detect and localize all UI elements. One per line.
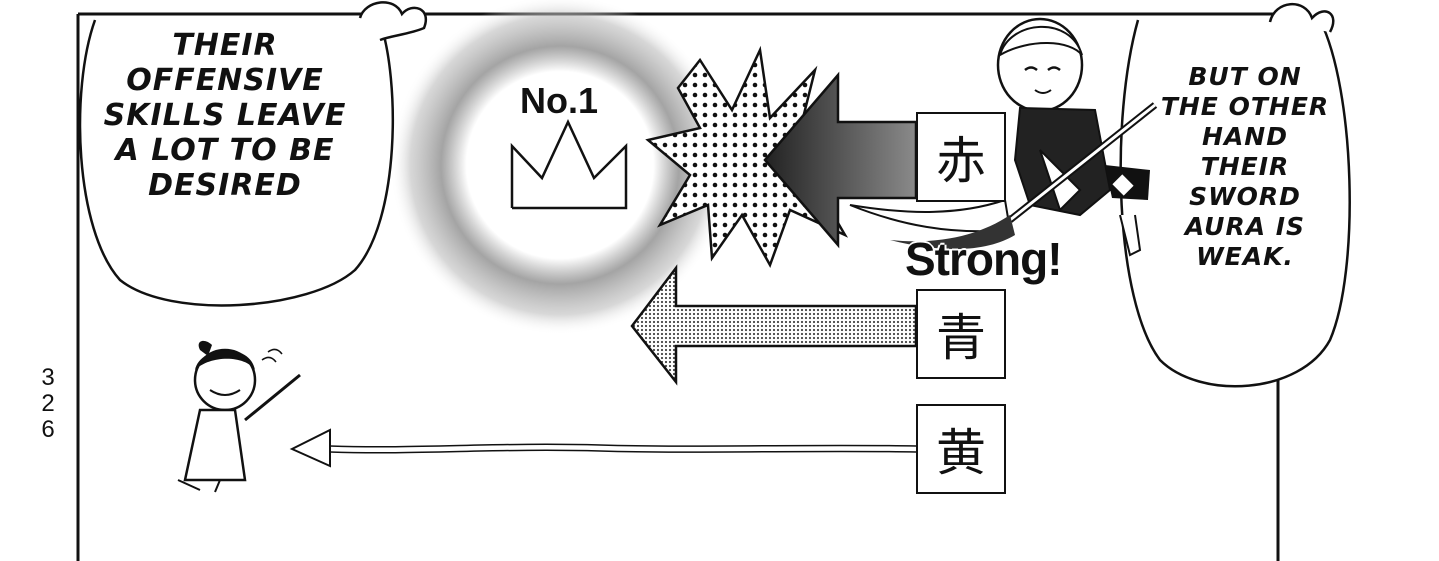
- speech-bubble-left: [78, 1, 428, 307]
- rank-label: No.1: [520, 80, 599, 121]
- bubble-right-text: BUT ON THE OTHER HAND THEIR SWORD AURA I…: [1160, 62, 1330, 271]
- kanji-box-yellow: 黄: [916, 404, 1006, 494]
- arrow-blue: [630, 264, 918, 386]
- chibi-swordsman-icon: [849, 17, 1158, 257]
- crown-icon: [510, 119, 628, 210]
- arrow-yellow: [289, 428, 917, 468]
- kanji-box-red: 赤: [916, 112, 1006, 202]
- chibi-small-character-icon: [177, 340, 301, 493]
- strong-label: Strong!: [905, 233, 1063, 285]
- bubble-left-text: THEIR OFFENSIVE SKILLS LEAVE A LOT TO BE…: [103, 28, 347, 203]
- speech-bubble-right: [1119, 2, 1351, 388]
- explosion-burst: [645, 45, 853, 268]
- kanji-box-blue: 青: [916, 289, 1006, 379]
- page-number: 326: [41, 364, 55, 443]
